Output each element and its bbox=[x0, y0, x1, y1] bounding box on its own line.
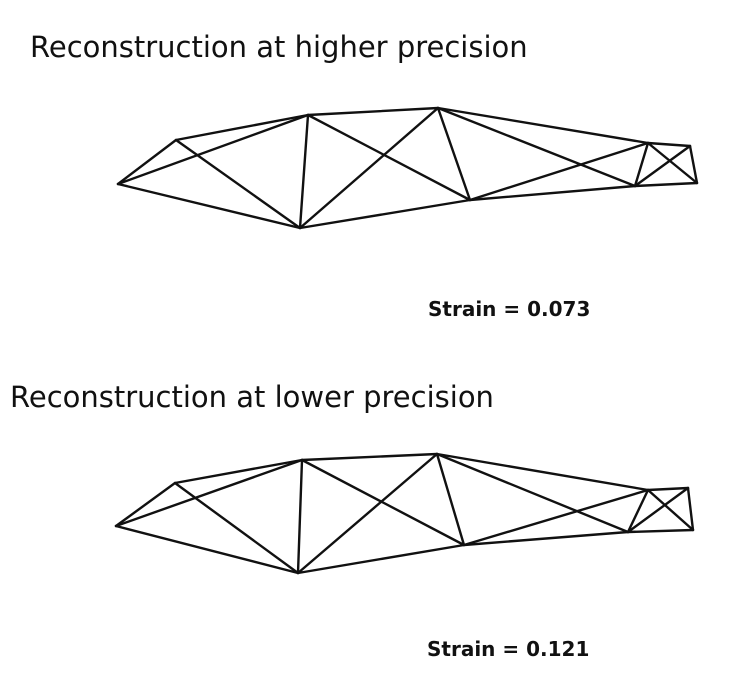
truss-member bbox=[436, 106, 650, 145]
truss-member bbox=[114, 524, 300, 575]
panel-title-lower-precision: Reconstruction at lower precision bbox=[10, 380, 494, 414]
truss-member bbox=[114, 481, 177, 528]
truss-member bbox=[633, 141, 650, 188]
truss-member bbox=[436, 106, 472, 202]
strain-value-higher-precision: Strain = 0.073 bbox=[428, 297, 591, 321]
truss-member bbox=[436, 106, 637, 188]
truss-member bbox=[626, 486, 690, 534]
truss-member bbox=[296, 452, 439, 575]
truss-member bbox=[116, 182, 302, 230]
truss-member bbox=[626, 528, 695, 534]
truss-member bbox=[626, 488, 650, 534]
truss-member bbox=[116, 138, 178, 186]
truss-diagram-lower-precision bbox=[114, 452, 695, 575]
truss-member bbox=[468, 184, 637, 202]
truss-member bbox=[633, 181, 699, 188]
truss-members bbox=[114, 452, 695, 575]
truss-member bbox=[173, 481, 300, 575]
truss-diagram-higher-precision bbox=[116, 106, 699, 230]
truss-member bbox=[306, 106, 440, 117]
panel-title-higher-precision: Reconstruction at higher precision bbox=[30, 30, 528, 64]
truss-member bbox=[646, 141, 692, 148]
truss-member bbox=[298, 113, 310, 230]
truss-member bbox=[646, 486, 690, 492]
truss-member bbox=[633, 144, 692, 188]
truss-members bbox=[116, 106, 699, 230]
truss-member bbox=[114, 458, 304, 528]
truss-member bbox=[116, 113, 310, 186]
truss-member bbox=[306, 113, 472, 202]
truss-member bbox=[300, 452, 439, 462]
truss-member bbox=[296, 543, 466, 575]
truss-member bbox=[435, 452, 650, 492]
truss-member bbox=[468, 141, 650, 202]
truss-member bbox=[435, 452, 466, 547]
truss-member bbox=[298, 198, 472, 230]
truss-member bbox=[435, 452, 630, 534]
truss-member bbox=[174, 113, 310, 142]
truss-member bbox=[646, 141, 699, 185]
truss-member bbox=[296, 458, 304, 575]
strain-value-lower-precision: Strain = 0.121 bbox=[427, 637, 590, 661]
truss-member bbox=[646, 488, 695, 532]
truss-member bbox=[462, 488, 650, 547]
truss-member bbox=[462, 530, 630, 547]
truss-member bbox=[174, 138, 302, 230]
truss-member bbox=[300, 458, 466, 547]
truss-member bbox=[688, 144, 699, 185]
truss-member bbox=[173, 458, 304, 485]
truss-member bbox=[686, 486, 695, 532]
truss-member bbox=[298, 106, 440, 230]
